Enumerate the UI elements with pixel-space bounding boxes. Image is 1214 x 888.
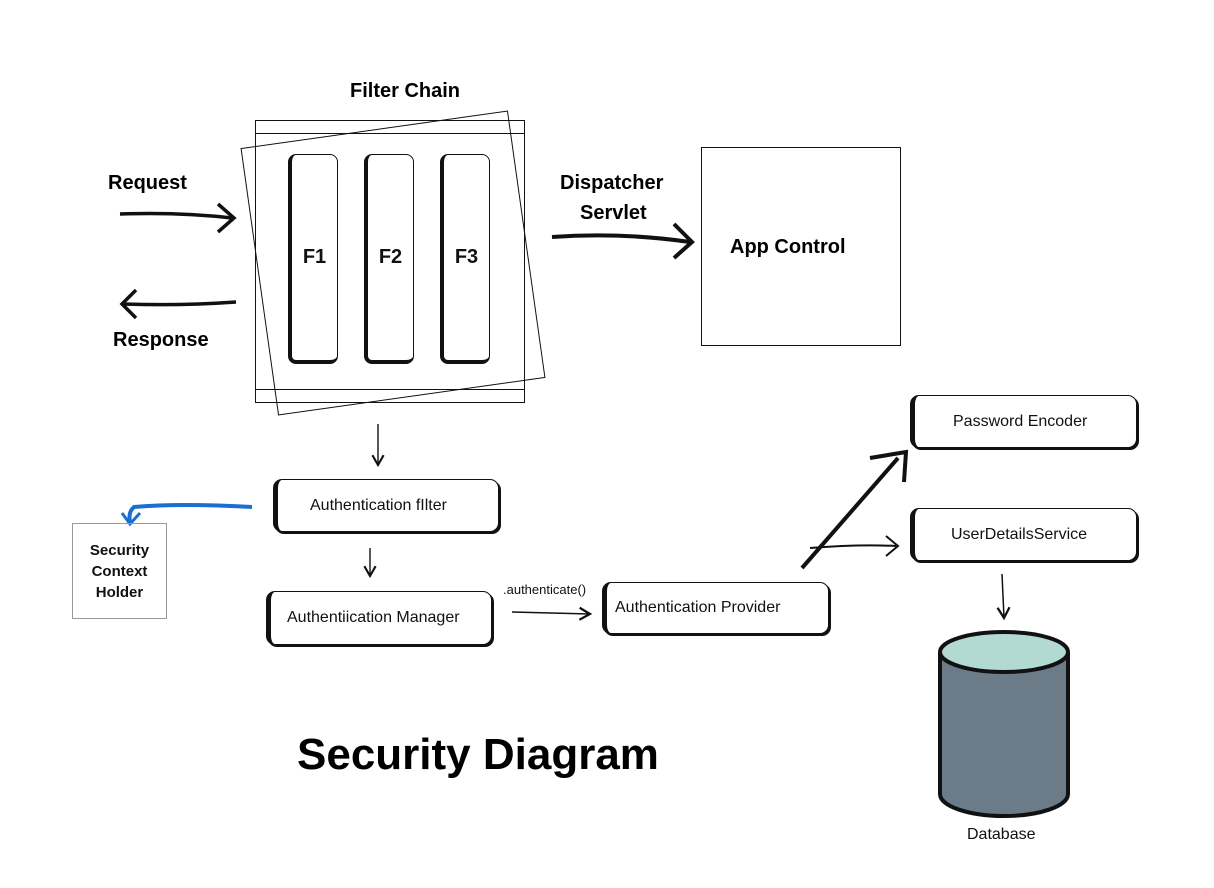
authenticate-call-label: .authenticate(): [503, 582, 587, 597]
response-arrow: [123, 300, 237, 307]
filter-chain-label: Filter Chain: [350, 80, 461, 102]
authentication-manager-label: Authentiication Manager: [287, 609, 460, 626]
user-details-service-box: UserDetailsService: [910, 508, 1137, 561]
security-context-line2: Context: [91, 562, 148, 580]
app-control-label: App Control: [730, 236, 846, 258]
security-context-line1: Security: [89, 541, 150, 559]
filter-f2: F2: [364, 154, 414, 364]
authentication-filter-box: Authentication fIlter: [273, 479, 499, 532]
filter-chain-frame-back: [255, 120, 525, 390]
provider-to-encoder-arrow: [800, 456, 900, 570]
request-label: Request: [108, 172, 187, 194]
filter-to-context-arrow: [127, 503, 253, 523]
userdetails-to-db-arrow: [996, 573, 1011, 621]
dispatcher-label-line1: Dispatcher: [560, 172, 664, 194]
authentication-filter-label: Authentication fIlter: [310, 496, 447, 514]
page-title: Security Diagram: [297, 730, 659, 779]
dispatcher-label-line2: Servlet: [580, 202, 647, 224]
security-context-holder-box: Security Context Holder: [72, 523, 167, 619]
app-control-box: App Control: [701, 147, 901, 346]
response-label: Response: [113, 329, 209, 351]
provider-to-userdetails-arrow: [809, 544, 897, 549]
authentication-provider-label: Authentication Provider: [615, 599, 781, 616]
database-icon: [938, 630, 1070, 818]
user-details-service-label: UserDetailsService: [951, 525, 1088, 543]
filter-f3: F3: [440, 154, 490, 364]
dispatcher-arrow: [551, 233, 691, 244]
authentication-provider-box: Authentication Provider: [602, 582, 829, 634]
filter-f1: F1: [288, 154, 338, 364]
request-arrow: [119, 211, 233, 220]
manager-to-provider-arrow: [511, 606, 593, 621]
password-encoder-label: Password Encoder: [953, 412, 1088, 430]
security-context-line3: Holder: [95, 583, 144, 601]
database-label: Database: [967, 826, 1036, 843]
authentication-manager-box: Authentiication Manager: [266, 591, 492, 645]
password-encoder-box: Password Encoder: [910, 395, 1137, 448]
